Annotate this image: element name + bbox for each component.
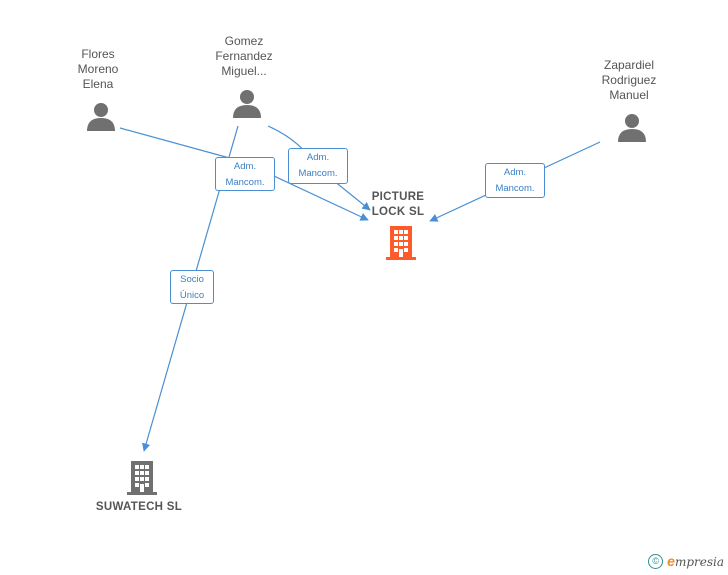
building-icon[interactable]	[385, 225, 417, 261]
company-name-picture-lock[interactable]: PICTURE LOCK SL	[371, 191, 425, 218]
relation-label-gomez-picture[interactable]: Adm. Mancom.	[288, 148, 348, 184]
copyright-icon: ©	[648, 553, 664, 569]
brand-logo[interactable]: empresia	[667, 553, 724, 569]
building-icon[interactable]	[126, 460, 158, 496]
person-icon[interactable]	[617, 112, 647, 142]
person-name-gomez[interactable]: Gomez Fernandez Miguel...	[215, 34, 273, 78]
relation-label-zapardiel-picture[interactable]: Adm. Mancom.	[485, 163, 545, 198]
relation-label-gomez-suwatech[interactable]: Socio Único	[170, 270, 214, 304]
person-icon[interactable]	[86, 101, 116, 131]
relation-label-flores-picture[interactable]: Adm. Mancom.	[215, 157, 275, 191]
company-name-suwatech[interactable]: SUWATECH SL	[95, 501, 183, 513]
person-name-flores[interactable]: Flores Moreno Elena	[77, 47, 119, 91]
person-name-zapardiel[interactable]: Zapardiel Rodriguez Manuel	[601, 58, 657, 102]
brand-footer: © empresia	[648, 553, 724, 569]
person-icon[interactable]	[232, 88, 262, 118]
